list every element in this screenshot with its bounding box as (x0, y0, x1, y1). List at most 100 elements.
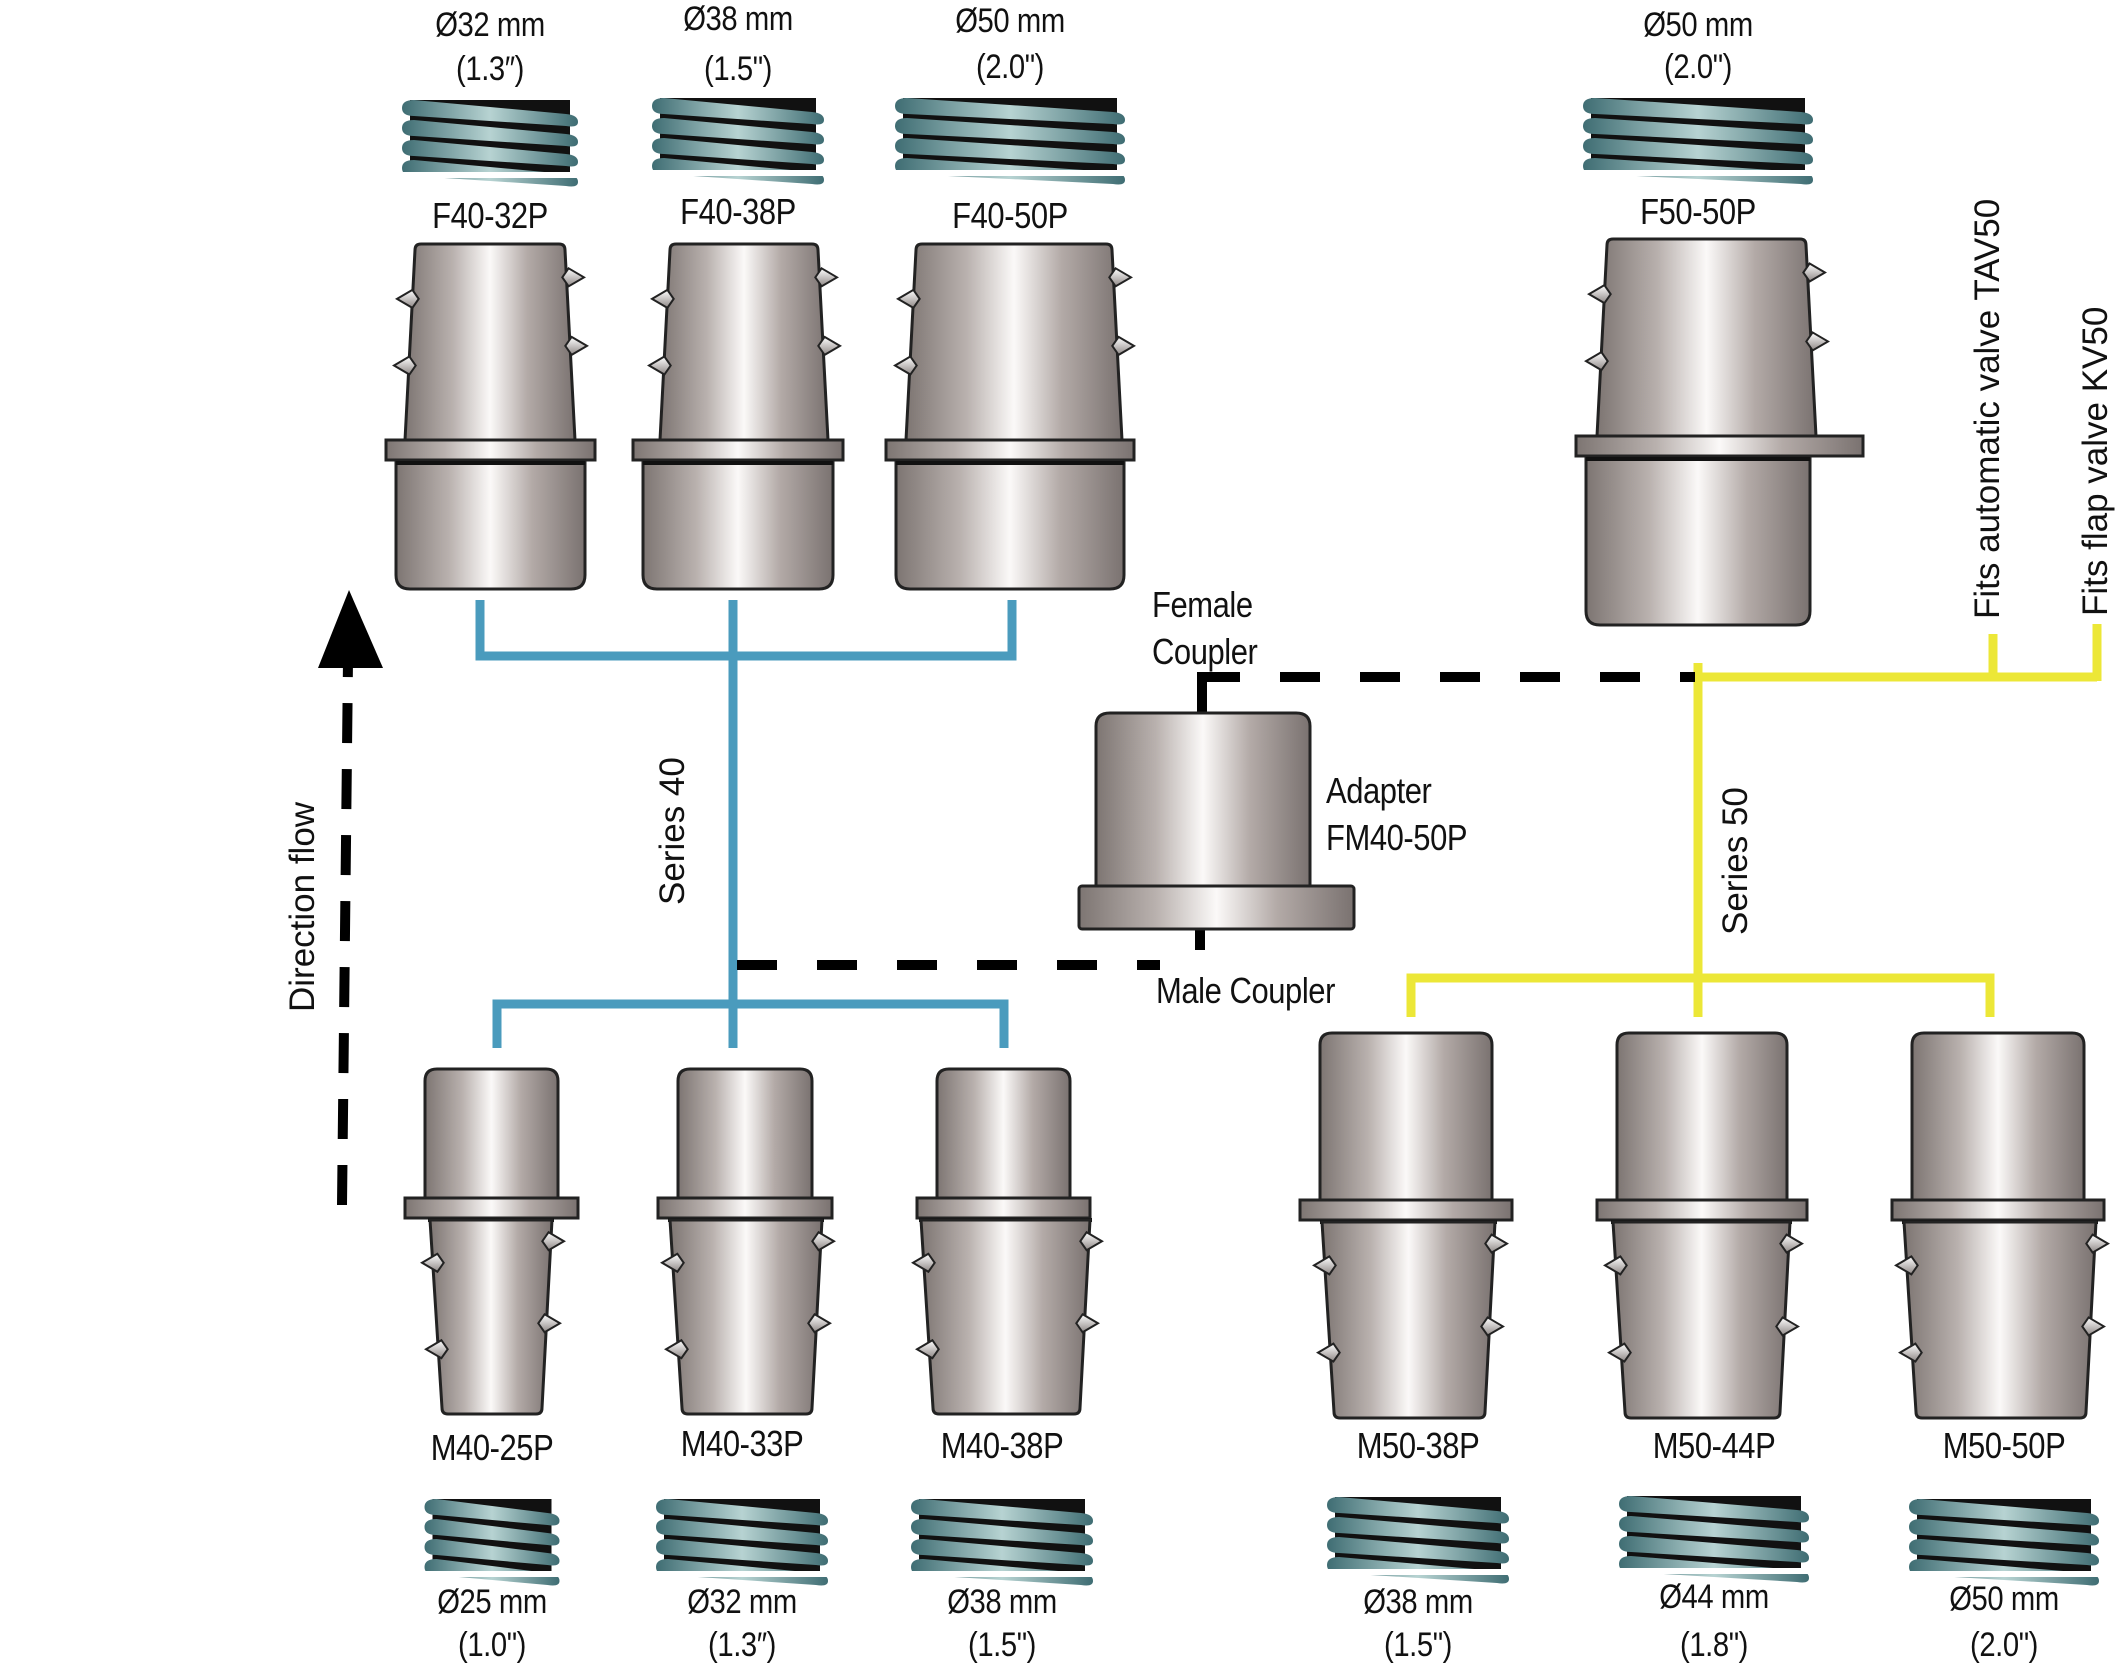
hose-icon (1909, 1495, 2099, 1586)
barb-icon (893, 355, 918, 376)
series50-lines (1406, 624, 2102, 1017)
barb-icon (896, 288, 921, 310)
barb-icon (660, 1252, 685, 1274)
female-coupler-f40-38p (631, 242, 845, 591)
barb-icon (1898, 1342, 1923, 1363)
hose-icon (656, 1495, 828, 1586)
diameter-mm-label: Ø44 mm (1659, 1578, 1769, 1616)
part-code-label: F40-32P (432, 195, 548, 236)
barb-icon (564, 335, 589, 357)
part-code-label: M50-50P (1942, 1425, 2066, 1466)
barb-icon (647, 355, 672, 376)
hose-icon (652, 94, 824, 185)
barb-icon (1805, 331, 1830, 352)
barb-icon (537, 1312, 562, 1334)
hose-icon (424, 1495, 560, 1586)
barb-icon (395, 288, 420, 310)
female-coupler-f50-50p (1574, 237, 1865, 627)
barb-icon (541, 1230, 566, 1252)
barb-icon (911, 1252, 936, 1274)
barb-icon (1603, 1255, 1628, 1276)
part-code-label: M40-25P (430, 1427, 554, 1468)
barb-icon (814, 266, 839, 288)
barb-icon (1111, 335, 1136, 357)
barb-icon (1075, 1312, 1100, 1334)
direction-flow-label: Direction flow (283, 801, 322, 1012)
series40-bottom-bracket (492, 999, 1009, 1048)
barb-icon (1484, 1233, 1509, 1254)
diameter-mm-label: Ø50 mm (1643, 6, 1753, 44)
male-coupler-m50-50p (1890, 1031, 2110, 1420)
adapter-label-line2: FM40-50P (1326, 817, 1468, 858)
diameter-in-label: (2.0") (1664, 48, 1732, 86)
barb-icon (392, 355, 417, 376)
barb-icon (664, 1338, 689, 1360)
series50-label: Series 50 (1716, 787, 1755, 935)
barb-icon (561, 266, 586, 288)
series40-top-bracket (475, 600, 1017, 661)
diameter-mm-label: Ø50 mm (1949, 1580, 2059, 1618)
barb-icon (420, 1252, 445, 1274)
barb-icon (2085, 1233, 2110, 1254)
part-code-label: M40-38P (940, 1425, 1064, 1466)
series50-bottom-bracket (1406, 973, 1995, 1017)
diameter-in-label: (2.0") (976, 48, 1044, 86)
parts-layer (384, 94, 2110, 1586)
valve-label-kv50: Fits flap valve KV50 (2076, 306, 2115, 616)
barb-icon (811, 1230, 836, 1252)
part-code-label: M50-44P (1652, 1425, 1776, 1466)
diameter-mm-label: Ø38 mm (947, 1583, 1057, 1621)
diameter-in-label: (1.5") (1384, 1626, 1452, 1664)
series40-label: Series 40 (653, 757, 692, 905)
barb-icon (1894, 1255, 1919, 1276)
diameter-in-label: (1.5") (968, 1626, 1036, 1664)
diameter-in-label: (1.3″) (708, 1626, 776, 1664)
barb-icon (650, 288, 675, 310)
diameter-mm-label: Ø38 mm (1363, 1583, 1473, 1621)
diameter-in-label: (1.5") (704, 50, 772, 88)
hose-icon (1583, 94, 1813, 185)
diameter-in-label: (2.0") (1970, 1626, 2038, 1664)
male-coupler-label: Male Coupler (1156, 970, 1335, 1011)
barb-icon (1779, 1233, 1804, 1254)
barb-icon (1079, 1230, 1104, 1252)
hose-icon (402, 96, 578, 187)
barb-icon (1607, 1342, 1632, 1363)
barb-icon (1480, 1316, 1505, 1337)
barb-icon (2081, 1316, 2106, 1337)
barb-icon (1108, 266, 1133, 288)
female-coupler-label-line1: Female (1152, 584, 1253, 625)
diameter-in-label: (1.8") (1680, 1626, 1748, 1664)
male-coupler-m50-44p (1595, 1031, 1809, 1420)
female-coupler-f40-50p (884, 242, 1136, 591)
barb-icon (1584, 350, 1609, 372)
barb-icon (807, 1312, 832, 1334)
barb-icon (1312, 1255, 1337, 1276)
female-coupler-label-line2: Coupler (1152, 631, 1258, 672)
male-coupler-m40-38p (911, 1067, 1104, 1416)
male-coupler-m40-33p (656, 1067, 836, 1416)
adapter-label-line1: Adapter (1326, 770, 1432, 811)
part-code-label: M40-33P (680, 1423, 804, 1464)
direction-arrow (318, 590, 383, 1206)
barb-icon (915, 1338, 940, 1360)
diameter-mm-label: Ø32 mm (687, 1583, 797, 1621)
valve-label-tav50: Fits automatic valve TAV50 (1968, 198, 2007, 619)
series40-lines (475, 600, 1017, 1048)
adapter-fm40-50p (1077, 711, 1356, 931)
diameter-in-label: (1.3″) (456, 50, 524, 88)
hose-icon (1619, 1492, 1809, 1583)
part-code-label: F40-38P (680, 191, 796, 232)
diameter-in-label: (1.0") (458, 1626, 526, 1664)
barb-icon (424, 1338, 449, 1360)
diameter-mm-label: Ø32 mm (435, 6, 545, 44)
barb-icon (1775, 1316, 1800, 1337)
diameter-mm-label: Ø38 mm (683, 0, 793, 38)
coupler-links (737, 672, 1695, 970)
female-coupler-f40-32p (384, 242, 597, 591)
male-coupler-m50-38p (1298, 1031, 1514, 1420)
hose-icon (911, 1495, 1093, 1586)
part-code-label: F50-50P (1640, 191, 1756, 232)
barb-icon (1587, 283, 1612, 305)
